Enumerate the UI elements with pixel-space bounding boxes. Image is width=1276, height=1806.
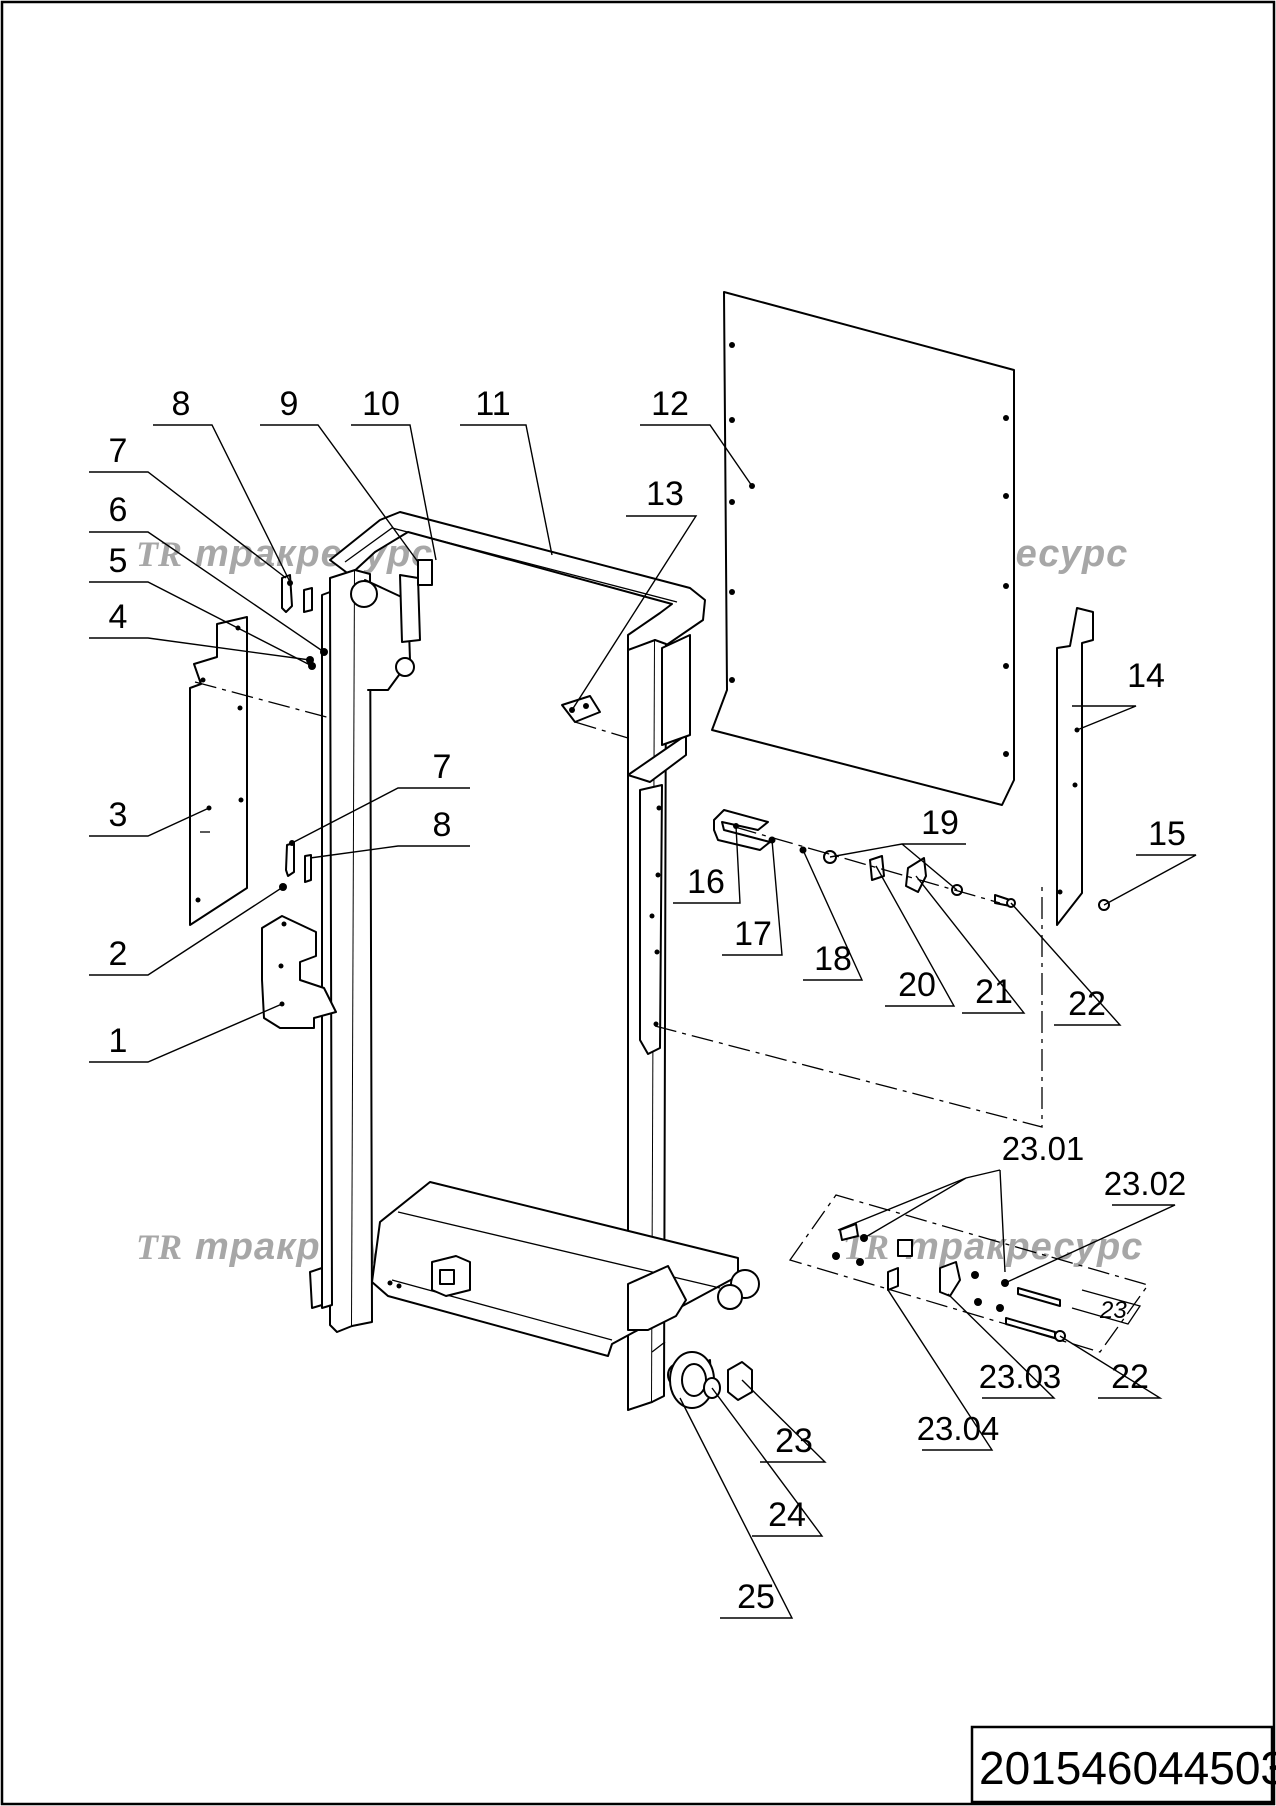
callout-23-04: 23.04 (917, 1410, 1000, 1447)
callout-4: 4 (109, 598, 128, 636)
svg-text:тракресурс: тракресурс (905, 1226, 1143, 1268)
callout-23-02: 23.02 (1104, 1165, 1187, 1202)
base-platform (309, 1181, 760, 1357)
part-14-side-plate (1056, 607, 1094, 926)
callout-7-upper: 7 (109, 432, 128, 470)
callout-16: 16 (687, 863, 725, 901)
right-mast (627, 634, 691, 1411)
subassembly-23-detail: 23 (788, 1194, 1150, 1353)
callout-6: 6 (109, 491, 128, 529)
left-mast (321, 559, 433, 1333)
callout-21: 21 (975, 973, 1013, 1011)
callout-2: 2 (109, 935, 128, 973)
callout-5: 5 (109, 542, 128, 580)
callout-22-upper: 22 (1068, 985, 1106, 1023)
wheel-group-23-25 (667, 1351, 753, 1409)
callout-7-lower: 7 (433, 748, 452, 786)
callout-1: 1 (109, 1022, 128, 1060)
part-13-bracket (561, 695, 601, 723)
callout-11: 11 (475, 385, 510, 423)
callout-labels: 8 9 10 11 12 13 7 6 5 4 3 7 8 2 1 14 15 … (109, 385, 1187, 1616)
callout-8: 8 (172, 385, 191, 423)
watermark-bottom-right: TR тракресурс (843, 1226, 1143, 1268)
callout-20: 20 (898, 966, 936, 1004)
part-12-back-panel (711, 291, 1015, 806)
callout-13: 13 (646, 475, 684, 513)
callout-18: 18 (814, 940, 852, 978)
callout-12: 12 (651, 385, 689, 423)
callout-23-01: 23.01 (1002, 1130, 1085, 1167)
callout-14: 14 (1127, 657, 1165, 695)
callout-8-lower: 8 (433, 806, 452, 844)
leader-lines (89, 424, 1197, 1619)
subassembly-tag: 23 (1099, 1297, 1127, 1324)
callout-15: 15 (1148, 815, 1186, 853)
callout-10: 10 (362, 385, 400, 423)
callout-24: 24 (768, 1496, 806, 1534)
document-number: 201546044503 (979, 1742, 1276, 1794)
callout-23: 23 (775, 1422, 813, 1460)
svg-text:TR: TR (136, 534, 182, 574)
projection-lines (194, 681, 1043, 1353)
part-1-lower-bracket (261, 915, 337, 1029)
callout-19: 19 (921, 804, 959, 842)
small-hardware-left (279, 574, 328, 891)
callout-25: 25 (737, 1578, 775, 1616)
document-number-box: 201546044503 (970, 1725, 1276, 1804)
callout-22-lower: 22 (1111, 1358, 1149, 1396)
part-3-left-plate (189, 616, 248, 926)
callout-23-03: 23.03 (979, 1358, 1062, 1395)
callout-17: 17 (734, 915, 772, 953)
callout-3: 3 (109, 796, 128, 834)
svg-text:TR: TR (136, 1227, 182, 1267)
callout-9: 9 (280, 385, 299, 423)
